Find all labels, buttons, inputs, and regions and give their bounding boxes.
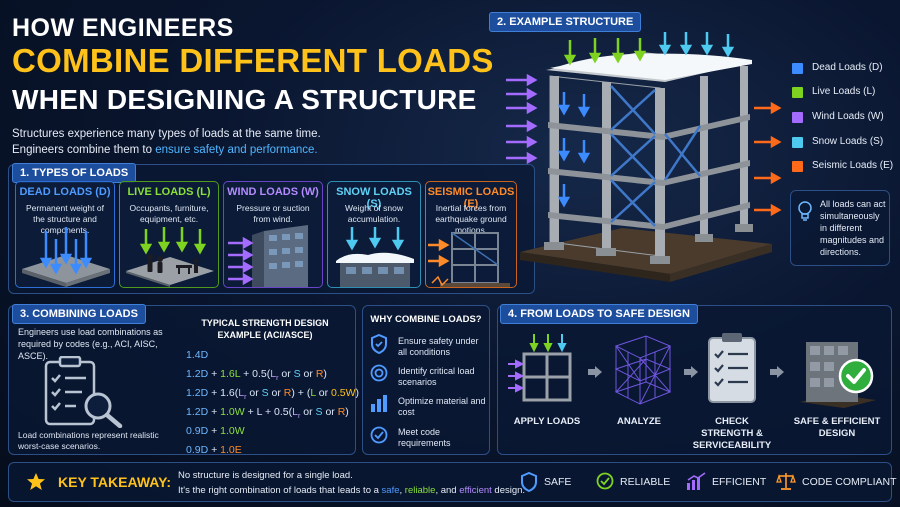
key-takeaway-label: KEY TAKEAWAY: — [58, 474, 172, 490]
trend-chart-icon — [687, 472, 706, 490]
analyze-mesh-illustration — [614, 335, 672, 405]
legend-live-label: Live Loads (L) — [812, 86, 876, 97]
formula-4: 1.2D + 1.0W + L + 0.5(Lr or S or R) — [186, 406, 349, 421]
why-item-2: Identify critical load scenarios — [398, 366, 475, 387]
bar-chart-icon — [371, 395, 387, 412]
intro-text: Structures experience many types of load… — [12, 126, 372, 158]
takeaway-sep-1: , — [399, 485, 405, 496]
legend-wind-label: Wind Loads (W) — [812, 111, 884, 122]
card-live-desc: Occupants, furniture, equipment, etc. — [129, 203, 209, 224]
step-apply-loads: APPLY LOADS — [513, 416, 581, 427]
takeaway-reliable: reliable — [404, 485, 436, 496]
card-snow-title: SNOW LOADS (S) — [336, 186, 412, 210]
legend-seismic-swatch — [792, 161, 803, 172]
apply-loads-illustration — [508, 334, 572, 402]
title-line-2: COMBINE DIFFERENT LOADS — [12, 42, 494, 79]
card-wind-loads: WIND LOADS (W) Pressure or suction from … — [223, 181, 323, 288]
legend-dead-swatch — [792, 63, 803, 74]
seismic-loads-illustration — [428, 232, 510, 287]
combining-loads-panel — [8, 305, 356, 455]
key-takeaway-panel — [8, 462, 892, 502]
title-line-1: HOW ENGINEERS — [12, 14, 234, 42]
shield-icon — [371, 334, 387, 354]
formula-2: 1.2D + 1.6L + 0.5(Lr or S or R) — [186, 368, 327, 383]
card-live-loads: LIVE LOADS (L) Occupants, furniture, equ… — [119, 181, 219, 288]
takeaway-sep-2: , and — [435, 485, 460, 496]
formula-5: 0.9D + 1.0W — [186, 425, 245, 437]
intro-line-2-prefix: Engineers combine them to — [12, 144, 156, 156]
takeaway-line-2: It's the right combination of loads that… — [178, 485, 525, 496]
checklist-magnifier-icon — [44, 356, 123, 428]
live-loads-illustration — [126, 227, 214, 287]
why-combine-title: WHY COMBINE LOADS? — [370, 314, 482, 325]
takeaway-prefix: It's the right combination of loads that… — [178, 485, 382, 496]
card-seismic-desc: Inertial forces from earthquake ground m… — [435, 203, 507, 235]
card-seismic-title: SEISMIC LOADS (E) — [427, 186, 515, 210]
types-of-loads-title: 1. TYPES OF LOADS — [12, 163, 137, 183]
legend-snow-label: Snow Loads (S) — [812, 136, 884, 147]
target-icon — [370, 364, 388, 382]
intro-highlight: ensure safety and performance. — [155, 144, 318, 156]
simultaneous-note: All loads can act simultaneously in diff… — [820, 199, 886, 257]
card-snow-desc: Weight of snow accumulation. — [345, 203, 403, 224]
star-icon — [27, 473, 45, 490]
step-safe-design: SAFE & EFFICIENT DESIGN — [793, 416, 881, 439]
intro-line-1: Structures experience many types of load… — [12, 128, 321, 140]
scales-icon — [776, 473, 796, 490]
legend-live-swatch — [792, 87, 803, 98]
badge-reliable: RELIABLE — [620, 476, 671, 488]
legend-seismic-label: Seismic Loads (E) — [812, 160, 894, 171]
step-check-strength: CHECK STRENGTH & SERVICEABILITY — [692, 416, 772, 451]
takeaway-efficient: efficient — [459, 485, 492, 496]
dead-loads-illustration — [22, 227, 110, 287]
takeaway-line-1: No structure is designed for a single lo… — [178, 470, 353, 481]
legend-snow-swatch — [792, 137, 803, 148]
loads-to-design-title: 4. FROM LOADS TO SAFE DESIGN — [500, 304, 698, 324]
reliable-target-icon — [596, 472, 614, 490]
formula-3: 1.2D + 1.6(Lr or S or R) + (L or 0.5W) — [186, 387, 359, 402]
example-structure-title: 2. EXAMPLE STRUCTURE — [489, 12, 642, 32]
combining-loads-desc: Engineers use load combinations as requi… — [18, 327, 163, 361]
formula-6: 0.9D + 1.0E — [186, 444, 242, 456]
why-item-1: Ensure safety under all conditions — [398, 336, 479, 357]
takeaway-suffix: design. — [491, 485, 526, 496]
strength-example-title: TYPICAL STRENGTH DESIGN EXAMPLE (ACI/ASC… — [201, 318, 329, 340]
clipboard-check-icon — [708, 333, 756, 403]
badge-efficient: EFFICIENT — [712, 476, 767, 488]
card-wind-title: WIND LOADS (W) — [227, 186, 319, 198]
card-live-title: LIVE LOADS (L) — [127, 186, 211, 198]
arrow-right-icon — [684, 366, 698, 378]
title-line-3: WHEN DESIGNING A STRUCTURE — [12, 84, 477, 115]
safe-building-illustration — [800, 342, 876, 408]
shield-icon — [521, 472, 537, 492]
why-item-3: Optimize material and cost — [398, 396, 486, 417]
combining-loads-footer: Load combinations represent realistic wo… — [18, 430, 159, 451]
legend-dead-label: Dead Loads (D) — [812, 62, 883, 73]
wind-loads-illustration — [228, 225, 308, 287]
badge-safe: SAFE — [544, 476, 572, 488]
card-dead-loads: DEAD LOADS (D) Permanent weight of the s… — [15, 181, 115, 288]
card-seismic-loads: SEISMIC LOADS (E) Inertial forces from e… — [425, 181, 517, 288]
combining-loads-title: 3. COMBINING LOADS — [12, 304, 146, 324]
legend-wind-swatch — [792, 112, 803, 123]
intro-line-2: Engineers combine them to ensure safety … — [12, 142, 372, 158]
card-dead-title: DEAD LOADS (D) — [19, 186, 111, 198]
takeaway-safe: safe — [381, 485, 400, 496]
step-analyze: ANALYZE — [617, 416, 661, 427]
example-structure-illustration — [506, 32, 782, 282]
lightbulb-icon — [798, 201, 812, 221]
card-snow-loads: SNOW LOADS (S) Weight of snow accumulati… — [327, 181, 421, 288]
card-wind-desc: Pressure or suction from wind. — [236, 203, 310, 224]
why-item-4: Meet code requirements — [398, 427, 451, 448]
formula-1: 1.4D — [186, 349, 209, 361]
badge-code-compliant: CODE COMPLIANT — [802, 476, 897, 488]
snow-loads-illustration — [336, 227, 414, 287]
check-circle-icon — [370, 426, 388, 444]
arrow-right-icon — [770, 366, 784, 378]
arrow-right-icon — [588, 366, 602, 378]
